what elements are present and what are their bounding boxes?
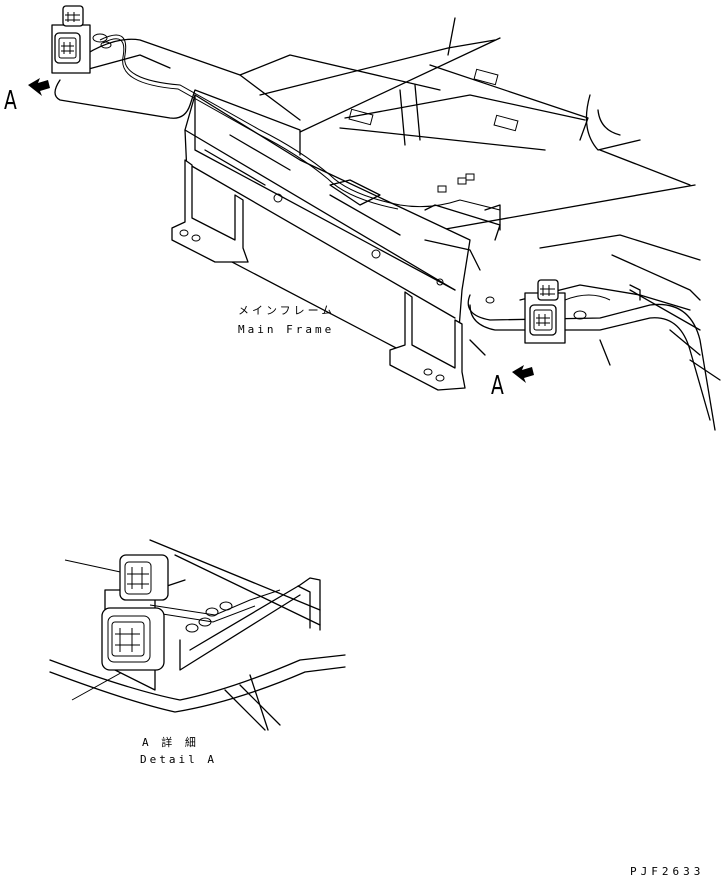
detail-a-drawing bbox=[49, 539, 346, 731]
view-label-a-right: A bbox=[491, 371, 504, 401]
main-frame-label-jp: メインフレーム bbox=[238, 304, 336, 317]
detail-a-label-jp: A 詳 細 bbox=[142, 736, 199, 749]
view-label-a-left: A bbox=[4, 86, 17, 116]
main-frame-drawing bbox=[28, 5, 721, 431]
view-arrow-right bbox=[512, 365, 534, 383]
view-arrow-left bbox=[28, 78, 50, 96]
left-work-lamp bbox=[51, 5, 112, 74]
right-work-lamp bbox=[524, 279, 611, 344]
main-frame-label-en: Main Frame bbox=[238, 323, 335, 336]
detail-a-label-en: Detail A bbox=[140, 753, 217, 766]
drawing-code: PJF2633 bbox=[630, 865, 705, 878]
